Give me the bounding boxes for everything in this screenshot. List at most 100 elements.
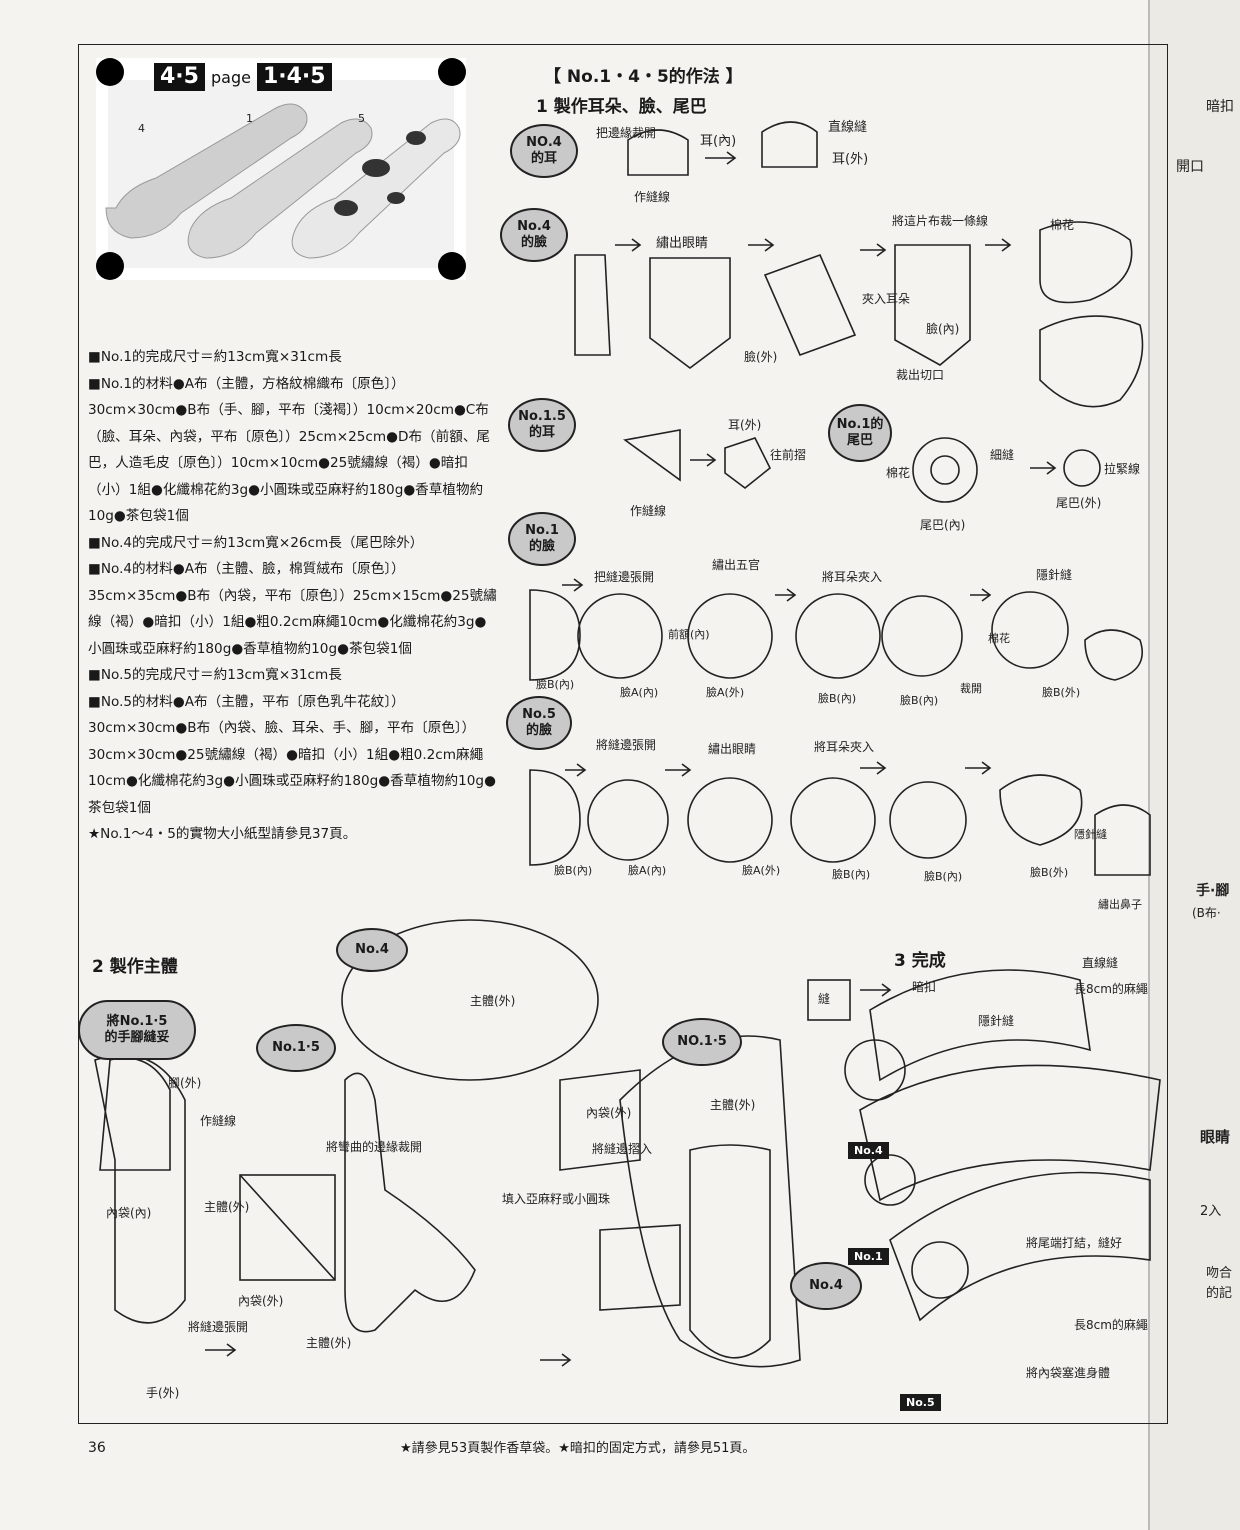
bubble-no15-hands: 將No.1·5 的手腳縫妥 [78, 1000, 196, 1060]
right-label: 2入 [1200, 1204, 1222, 1219]
tag-page: page [210, 67, 251, 87]
bubble-no4-body: No.4 [336, 928, 408, 972]
label: 臉(內) [926, 322, 960, 336]
label: 隱針縫 [1074, 828, 1107, 841]
label: 把邊緣裁開 [596, 126, 657, 140]
label: 直線縫 [828, 120, 868, 135]
label: 主體(外) [470, 994, 516, 1008]
page-tag: 4·5 page 1·4·5 [154, 62, 332, 92]
label: 耳(內) [700, 134, 737, 149]
product-photo: 4 1 5 [96, 58, 466, 280]
label: 長8cm的麻繩 [1074, 982, 1148, 996]
label: 尾巴(內) [920, 518, 966, 532]
label: 臉A(外) [706, 686, 745, 699]
label: 作縫線 [200, 1114, 237, 1128]
label: 內袋(內) [106, 1206, 152, 1220]
material-line: ■No.1的完成尺寸＝約13cm寬×31cm長 [88, 349, 342, 365]
label: 臉(外) [744, 350, 778, 364]
label: 主體(外) [204, 1200, 250, 1214]
label: 棉花 [886, 466, 911, 480]
label: 細縫 [990, 448, 1015, 462]
bubble-no15-body: No.1·5 [256, 1024, 336, 1072]
label: 臉B(外) [1030, 866, 1069, 879]
label: 將縫邊張開 [188, 1320, 249, 1334]
label: 臉B(內) [818, 692, 857, 705]
section1-title: 1 製作耳朵、臉、尾巴 [536, 97, 707, 117]
label: 夾入耳朵 [862, 292, 911, 306]
label: 繡出五官 [712, 558, 761, 572]
label: 將彎曲的邊緣裁開 [326, 1140, 423, 1154]
no-label-4: No.4 [848, 1142, 889, 1159]
right-label: 的記 [1206, 1286, 1233, 1301]
section2-title: 2 製作主體 [92, 957, 178, 977]
label: 裁出切口 [896, 368, 945, 382]
materials-list: ■No.1的完成尺寸＝約13cm寬×31cm長 ■No.1的材料●A布（主體，方… [88, 344, 498, 848]
label: 裁開 [960, 682, 982, 695]
label: 隱針縫 [978, 1014, 1015, 1028]
photo-illustration [105, 103, 461, 259]
bubble-no4-face: No.4 的臉 [500, 208, 568, 262]
page-frame [78, 44, 1168, 1424]
label: 填入亞麻籽或小圓珠 [502, 1192, 611, 1206]
label: 耳(外) [728, 418, 762, 432]
label: 往前摺 [770, 448, 807, 462]
photo-label-5: 5 [358, 112, 365, 125]
label: 臉B(內) [832, 868, 871, 881]
material-line: ★No.1～4・5的實物大小紙型請參見37頁。 [88, 826, 357, 842]
material-line: ■No.5的材料●A布（主體，平布〔原色乳牛花紋〕）30cm×30cm●B布（內… [88, 693, 496, 816]
label: 前額(內) [668, 628, 710, 641]
photo-label-1: 1 [246, 112, 253, 125]
no-label-5: No.5 [900, 1394, 941, 1411]
label: 將縫邊張開 [596, 738, 657, 752]
right-label: 眼睛 [1200, 1128, 1231, 1146]
label: 直線縫 [1082, 956, 1119, 970]
right-label: (B布· [1192, 906, 1221, 920]
label: 縫 [818, 992, 831, 1006]
label: 主體(外) [306, 1336, 352, 1350]
footer-note: ★請參見53頁製作香草袋。★暗扣的固定方式，請參見51頁。 [400, 1441, 756, 1456]
bubble-no4-body2: No.4 [790, 1262, 862, 1310]
label: 暗扣 [912, 980, 937, 994]
label: 腳(外) [168, 1076, 202, 1090]
label: 臉A(外) [742, 864, 781, 877]
photo-label-4: 4 [138, 122, 145, 135]
tag-right: 1·4·5 [256, 63, 332, 91]
bubble-tail: No.1的 尾巴 [828, 404, 892, 462]
right-label: 吻合 [1206, 1266, 1233, 1281]
label: 臉B(內) [536, 678, 575, 691]
no-label-1: No.1 [848, 1248, 889, 1265]
label: 將耳朵夾入 [814, 740, 875, 754]
bubble-no5-face: No.5 的臉 [506, 696, 572, 750]
label: 把縫邊張開 [594, 570, 655, 584]
right-label: 開口 [1176, 159, 1204, 175]
corner-dot [96, 252, 124, 280]
material-line: ■No.1的材料●A布（主體，方格紋棉織布〔原色〕）30cm×30cm●B布（手… [88, 375, 491, 525]
label: 耳(外) [832, 152, 869, 167]
section3-title: 3 完成 [894, 951, 946, 971]
label: 臉B(內) [900, 694, 939, 707]
label: 棉花 [1050, 218, 1075, 232]
label: 將耳朵夾入 [822, 570, 883, 584]
material-line: ■No.5的完成尺寸＝約13cm寬×31cm長 [88, 667, 342, 683]
label: 手(外) [146, 1386, 180, 1400]
label: 內袋(外) [586, 1106, 632, 1120]
bubble-no1-face: No.1 的臉 [508, 512, 576, 566]
label: 將尾端打結，縫好 [1026, 1236, 1123, 1250]
label: 將縫邊摺入 [592, 1142, 653, 1156]
method-title: 【 No.1・4・5的作法 】 [544, 67, 743, 87]
tag-left: 4·5 [154, 63, 205, 91]
bubble-no4-ear: NO.4 的耳 [510, 124, 578, 178]
label: 將這片布裁一條線 [892, 214, 989, 228]
material-line: ■No.4的完成尺寸＝約13cm寬×26cm長（尾巴除外） [88, 534, 424, 551]
right-label: 暗扣 [1206, 99, 1234, 115]
label: 臉B(外) [1042, 686, 1081, 699]
material-line: ■No.4的材料●A布（主體、臉，棉質絨布〔原色〕）35cm×35cm●B布（內… [88, 561, 497, 657]
label: 繡出鼻子 [1098, 898, 1142, 911]
label: 作縫線 [634, 190, 671, 204]
label: 隱針縫 [1036, 568, 1073, 582]
label: 拉緊線 [1104, 462, 1141, 476]
label: 主體(外) [710, 1098, 756, 1112]
label: 臉B(內) [924, 870, 963, 883]
